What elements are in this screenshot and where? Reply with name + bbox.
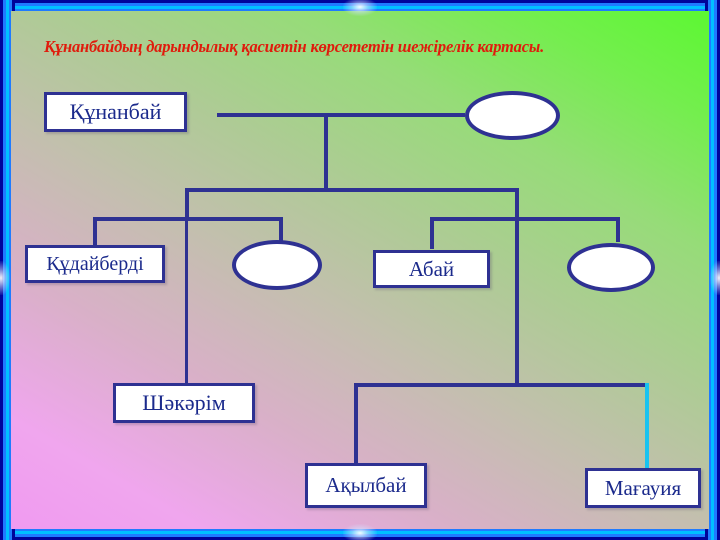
connector-bus-kudaiberdi	[93, 217, 283, 221]
connector-drop-akylbai	[354, 383, 358, 463]
node-kunanbai-label: Құнанбай	[69, 99, 162, 124]
node-akylbai[interactable]: Ақылбай	[305, 463, 427, 508]
connector-drop-left-branch	[185, 188, 189, 220]
connector-drop-kudaiberdi	[93, 217, 97, 249]
connector-drop-magauia	[645, 383, 649, 468]
node-spouse-3[interactable]	[567, 243, 655, 292]
page-title: Құнанбайдың дарындылық қасиетін көрсетет…	[44, 37, 545, 56]
node-abai[interactable]: Абай	[373, 250, 490, 288]
node-kunanbai[interactable]: Құнанбай	[44, 92, 187, 132]
connector-bus-abai-children	[354, 383, 647, 387]
connector-drop-abai	[430, 217, 434, 249]
connector-marriage-kunanbai	[217, 113, 465, 117]
node-spouse-1[interactable]	[465, 91, 560, 140]
connector-drop-kunanbai	[324, 113, 328, 191]
node-abai-label: Абай	[408, 256, 455, 281]
connector-kudaiberdi-to-shakarim	[185, 220, 188, 383]
node-kudaiberdi-label: Құдайберді	[46, 253, 144, 275]
node-shakarim[interactable]: Шәкәрім	[113, 383, 255, 423]
node-spouse-2[interactable]	[232, 240, 322, 290]
connector-drop-right-branch	[515, 188, 519, 220]
node-akylbai-label: Ақылбай	[325, 473, 407, 497]
node-magauia-label: Мағауия	[604, 475, 682, 500]
connector-bus-abai	[430, 217, 620, 221]
connector-abai-to-children	[515, 220, 519, 386]
connector-drop-spouse-2	[279, 217, 283, 242]
node-kudaiberdi[interactable]: Құдайберді	[25, 245, 165, 283]
node-magauia[interactable]: Мағауия	[585, 468, 701, 508]
diagram-area: Құнанбайдың дарындылық қасиетін көрсетет…	[11, 11, 709, 529]
node-shakarim-label: Шәкәрім	[142, 390, 226, 415]
connector-bus-children	[185, 188, 519, 192]
connector-drop-spouse-3	[616, 217, 620, 242]
